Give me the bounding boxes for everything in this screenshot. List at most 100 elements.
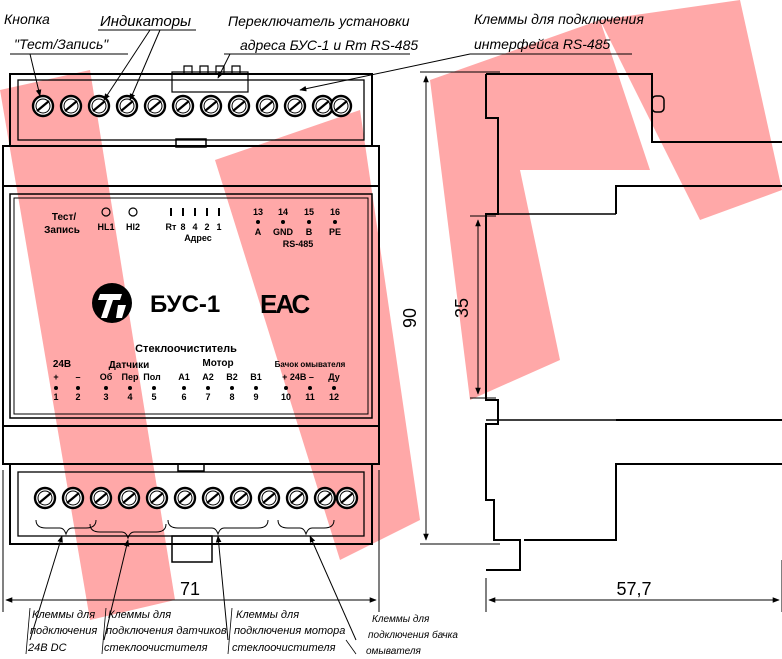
term-num-3: 3 [103,392,108,402]
switch-label-1: 1 [216,222,221,232]
term-name-per: Пер [122,372,139,382]
callout-separators [25,607,357,655]
term-name-a2: A2 [202,372,214,382]
term-num-4: 4 [127,392,132,402]
height-dimension: 90 [400,308,420,328]
brand-name: БУС-1 [150,291,220,318]
tank-callout-1: Клеммы для [372,614,430,625]
top-callouts: Кнопка "Тест/Запись" Индикаторы Переключ… [4,11,644,101]
rs485-callout-line2: интерфейса RS-485 [474,36,611,52]
sensors-callout-3: стеклоочистителя [104,642,208,654]
term-name-du: Ду [328,372,340,382]
rs485-name-b: B [306,227,313,237]
tank-callout-3: омывателя [366,646,422,657]
top-screw-12 [329,94,353,118]
bottom-screw-8 [229,486,253,510]
bottom-screw-3 [89,486,113,510]
switch-label-rt: Rт [166,222,177,232]
bottom-screw-12 [335,486,359,510]
hl2-label: Hl2 [126,222,140,232]
top-screw-7 [199,94,223,118]
bottom-screw-2 [61,486,85,510]
power-callout-1: Клеммы для [32,609,95,621]
motor-callout-1: Клеммы для [236,609,299,621]
term-num-6: 6 [181,392,186,402]
depth-dimension: 57,7 [616,579,651,599]
switch-label-4: 4 [192,222,197,232]
rs485-name-pe: PE [329,227,341,237]
term-num-5: 5 [151,392,156,402]
sensors-callout-2: подключения датчиков [106,625,227,637]
rs485-num-13: 13 [253,207,263,217]
term-name-minus: – [75,372,80,382]
front-panel: Тест/ Запись HL1 Hl2 Rт 8 4 2 1 Адрес 13… [44,207,346,402]
top-screw-8 [227,94,251,118]
term-name-pol: Пол [143,372,161,382]
term-num-12: 12 [329,392,339,402]
address-label: Адрес [184,233,212,243]
bottom-screw-4 [117,486,141,510]
rs485-num-16: 16 [330,207,340,217]
top-screw-4 [115,94,139,118]
button-callout-line2: "Тест/Запись" [14,36,109,52]
terminal-group-braces [35,519,335,540]
width-dimension: 71 [180,579,200,599]
rs485-name-gnd: GND [273,227,294,237]
bottom-screw-9 [257,486,281,510]
hl1-label: HL1 [97,222,114,232]
top-screw-9 [255,94,279,118]
test-button-label-2: Запись [44,225,80,236]
switch-label-2: 2 [204,222,209,232]
top-screw-1 [31,94,55,118]
term-name-b1: B1 [250,372,262,382]
term-name-ob: Об [100,372,113,382]
bottom-screw-1 [33,486,57,510]
bottom-callouts: Клеммы для подключения 24В DC Клеммы для… [27,609,458,657]
top-screw-2 [59,94,83,118]
hl1-led-icon [101,207,111,217]
hl2-led-icon [128,207,138,217]
dimension-lines [2,71,782,612]
top-screw-5 [143,94,167,118]
group-motor: Мотор [202,358,233,369]
rs485-num-14: 14 [278,207,288,217]
term-name-24v: + 24В – [282,372,314,382]
bottom-screw-7 [201,486,225,510]
device-front-view [2,65,380,563]
term-num-1: 1 [53,392,58,402]
indicators-callout: Индикаторы [100,13,191,30]
group-sensors: Датчики [109,360,150,371]
terminal-dots [54,386,336,390]
switch-label-8: 8 [180,222,185,232]
top-screw-3 [87,94,111,118]
term-num-9: 9 [253,392,258,402]
top-screw-10 [283,94,307,118]
power-callout-2: подключения [30,625,97,637]
brand-logo-icon [92,283,132,323]
tank-callout-2: подключения бачка [368,629,458,641]
rs485-callout-line1: Клеммы для подключения [474,11,644,27]
bottom-callout-leaders [29,535,357,641]
address-switch-marks [170,208,220,216]
motor-callout-3: стеклоочистителя [232,642,336,654]
group-tank: Бачок омывателя [275,360,346,369]
eac-mark: ЕАС [260,289,310,319]
power-callout-3: 24В DC [27,642,67,654]
switch-callout-line1: Переключатель установки [228,13,410,29]
top-screw-6 [171,94,195,118]
sensors-callout-1: Клеммы для [108,609,171,621]
term-name-plus: + [53,372,58,382]
bottom-screw-10 [285,486,309,510]
test-button-label-1: Тест/ [52,212,76,223]
product-name: Стеклоочиститель [135,343,237,355]
device-side-view [485,73,782,571]
term-name-a1: A1 [178,372,190,382]
bottom-screw-5 [145,486,169,510]
term-num-2: 2 [75,392,80,402]
rs485-name-a: A [255,227,262,237]
term-num-10: 10 [281,392,291,402]
motor-callout-2: подключения мотора [234,625,345,637]
term-num-11: 11 [305,392,315,402]
